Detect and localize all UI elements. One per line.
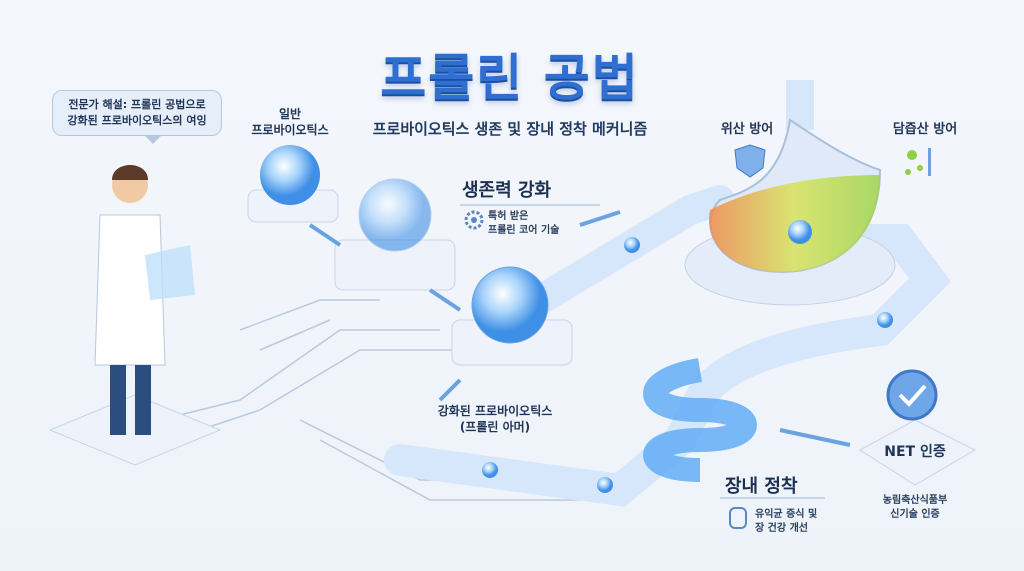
detail-line: 유익균 증식 및 <box>755 509 818 520</box>
tube-particles <box>482 237 893 493</box>
shield-icon <box>734 144 766 178</box>
detail-line: 특허 받은 <box>488 211 529 222</box>
label-line: 강화된 프로바이오틱스 <box>437 404 553 418</box>
detail-line: 프롤린 코어 기술 <box>488 225 560 236</box>
survival-detail: 특허 받은 프롤린 코어 기술 <box>488 210 559 238</box>
colonization-detail: 유익균 증식 및 장 건강 개선 <box>755 508 817 536</box>
page-subtitle: 프로바이오틱스 생존 및 장내 정착 메커니즘 <box>372 120 648 138</box>
digestive-tube <box>384 80 952 507</box>
stomach-illustration <box>684 118 896 306</box>
label-line: (프롤린 아머) <box>459 420 531 434</box>
colonization-heading: 장내 정착 <box>725 476 798 497</box>
bile-acid-label: 담즙산 방어 <box>892 122 958 137</box>
detail-line: 신기술 인증 <box>890 509 940 520</box>
bile-particles-icon <box>905 148 931 176</box>
proline-armor-sphere <box>358 178 432 252</box>
bubble-line: 강화된 프로바이오틱스의 여잉 <box>67 114 207 127</box>
circuit-lines <box>159 299 620 501</box>
page-title: 프롤린 공법 <box>380 49 640 107</box>
intestine-icon <box>729 507 747 529</box>
detail-line: 농림축산식품부 <box>882 495 948 506</box>
net-certification-badge: NET 인증 <box>884 444 946 460</box>
bubble-line: 전문가 해설: 프롤린 공법으로 <box>68 98 206 111</box>
normal-probiotic-sphere <box>260 145 320 205</box>
flow-arrows <box>308 210 851 447</box>
enhanced-probiotic-sphere <box>471 266 549 344</box>
label-line: 일반 <box>278 107 302 121</box>
enhanced-probiotics-label: 강화된 프로바이오틱스 (프롤린 아머) <box>420 403 570 435</box>
normal-probiotics-label: 일반 프로바이오틱스 <box>235 106 345 138</box>
expert-speech-bubble: 전문가 해설: 프롤린 공법으로 강화된 프로바이오틱스의 여잉 <box>52 90 222 144</box>
gear-icon <box>464 210 484 230</box>
label-line: 프로바이오틱스 <box>251 123 329 137</box>
certification-detail: 농림축산식품부 신기술 인증 <box>860 494 970 522</box>
scientist-figure <box>94 165 195 435</box>
detail-line: 장 건강 개선 <box>755 523 808 534</box>
gastric-acid-label: 위산 방어 <box>720 122 774 137</box>
survival-heading: 생존력 강화 <box>462 180 552 201</box>
award-badge-icon <box>886 369 938 421</box>
